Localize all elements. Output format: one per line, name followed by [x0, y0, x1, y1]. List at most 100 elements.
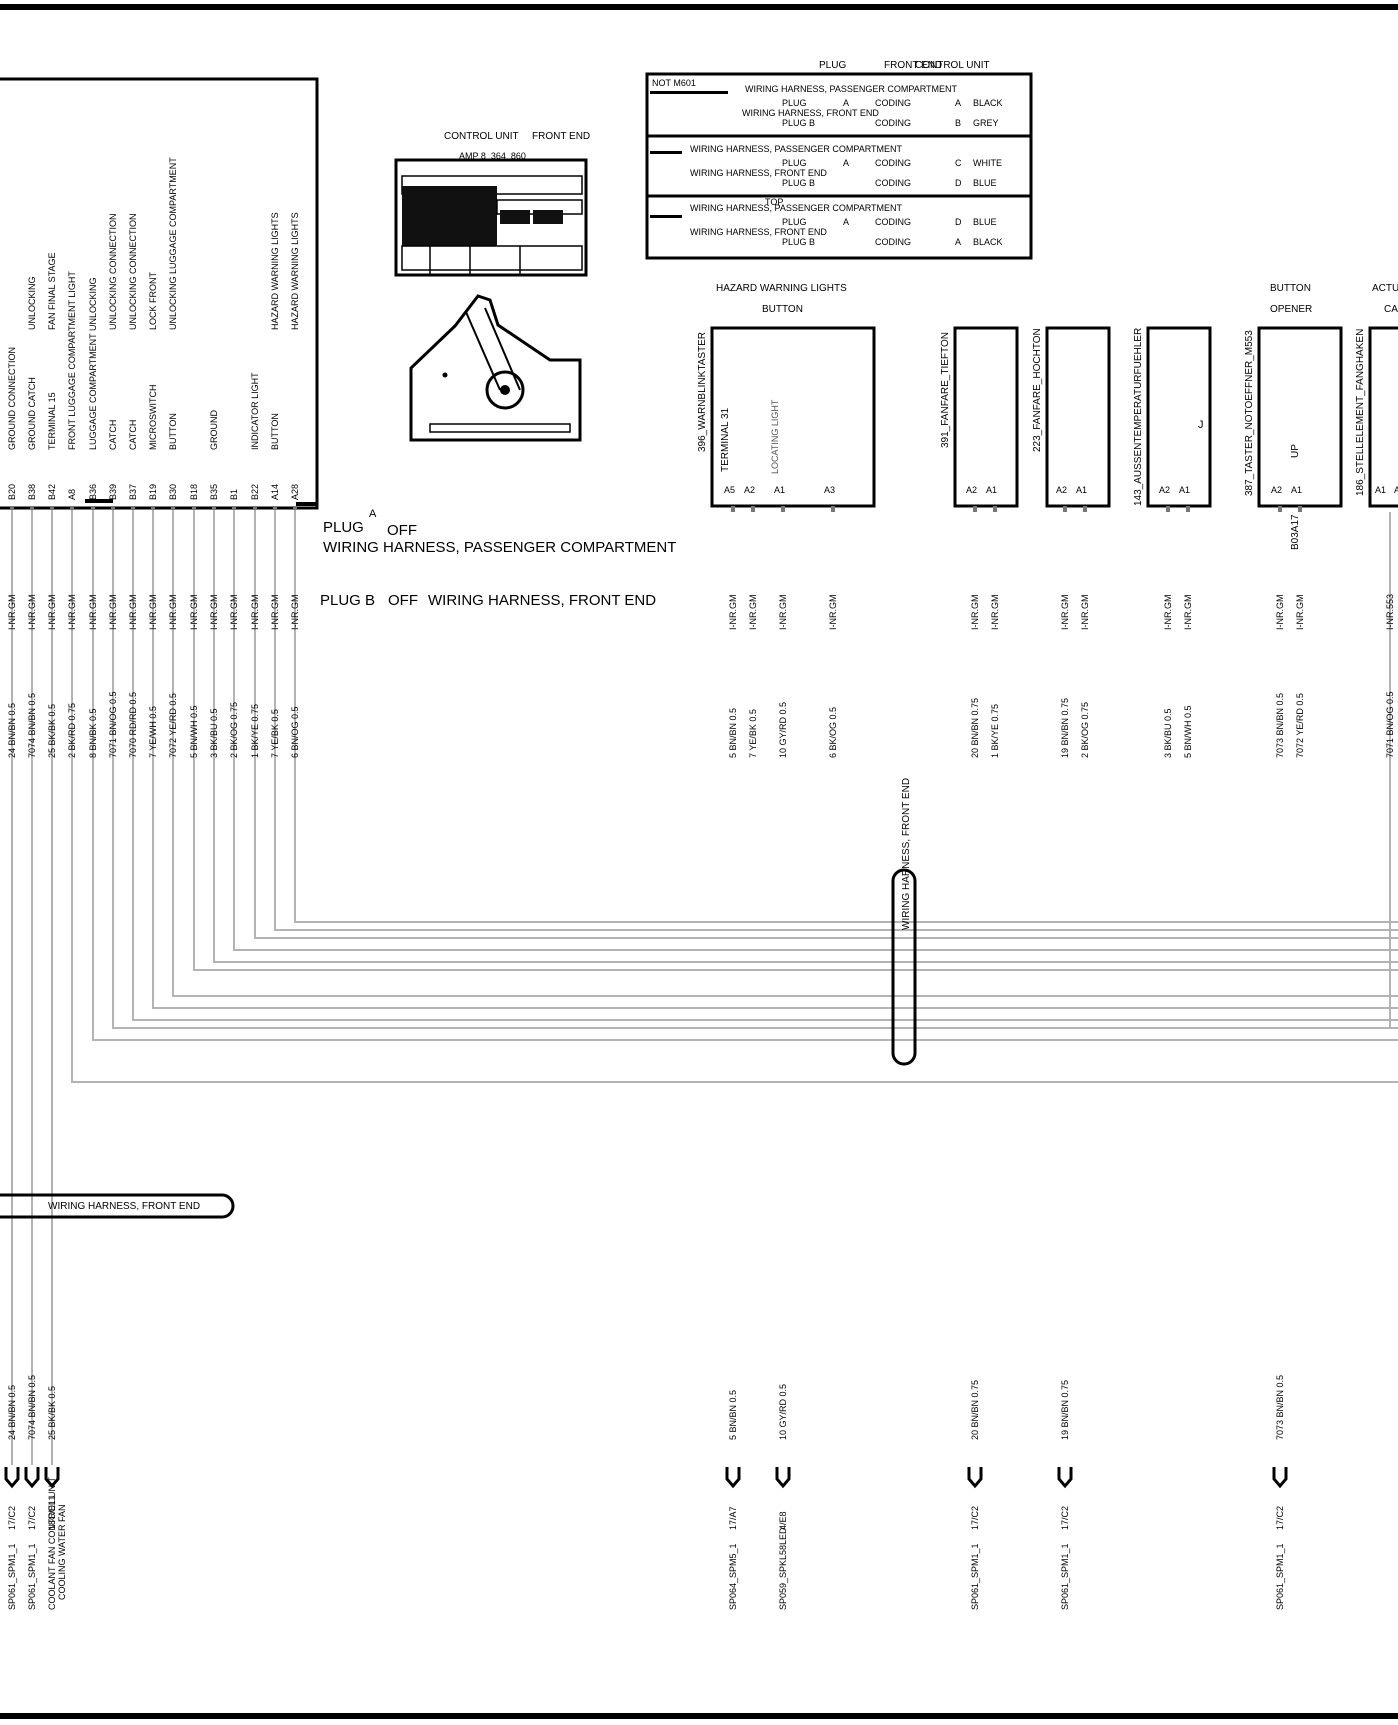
cu-pin-function: MICROSWITCH [148, 385, 158, 451]
coding-row-bar [650, 151, 682, 154]
cu-pin-color: I-NR.GM [290, 595, 300, 631]
cu-pin-function2: UNLOCKING LUGGAGE COMPARTMENT [168, 157, 178, 330]
horn-high-block: 223_FANFARE_HOCHTON [1032, 326, 1111, 508]
connector-title-left: CONTROL UNIT [444, 131, 519, 142]
component-pin-marker [731, 506, 735, 512]
coding-row-tag: NOT M601 [652, 78, 696, 88]
cu-pin-function: BUTTON [270, 413, 280, 450]
coding-harness-pc: WIRING HARNESS, PASSENGER COMPARTMENT [690, 144, 903, 154]
harness-bundle-horizontal: WIRING HARNESS, FRONT END [0, 1193, 235, 1219]
component-pin-marker [1063, 506, 1067, 512]
cu-pin-id: B42 [47, 484, 57, 500]
cu-pin-marker [111, 506, 115, 510]
coding-color-1: BLACK [973, 98, 1003, 108]
cu-wire-label: 2 BK/OG 0.75 [229, 702, 239, 758]
bottom-destination: SP061_SPM1_1 [7, 1543, 17, 1610]
bottom-page-ref: 17/C2 [1275, 1506, 1285, 1530]
cu-pin-marker [293, 506, 297, 510]
component-pin-marker [781, 506, 785, 512]
bottom-wire-label: 5 BN/BN 0.5 [728, 1390, 738, 1440]
bottom-wire-label: 24 BN/BN 0.5 [7, 1385, 17, 1440]
coding-plug-b: PLUG B [782, 178, 815, 188]
bottom-destination: SP064_SPM5_1 [728, 1543, 738, 1610]
harness-horizontal-label: WIRING HARNESS, FRONT END [48, 1201, 200, 1212]
component-wire-label: 19 BN/BN 0.75 [1060, 698, 1070, 758]
component-pin-marker [751, 506, 755, 512]
opener-name: 387_TASTER_NOTOEFFNER_M553 [1244, 330, 1255, 496]
coding-header-cu: CONTROL UNIT [915, 60, 990, 71]
coding-label: CODING [875, 217, 911, 227]
coding-row-bar [650, 91, 728, 94]
connector-arrow-icon [4, 1467, 20, 1489]
component-pin-color: I-NR.GM [990, 595, 1000, 631]
component-wire-label: 3 BK/BU 0.5 [1163, 708, 1173, 758]
cu-wire-label: 8 BN/BK 0.5 [88, 708, 98, 758]
bottom-wire-label: 25 BK/BK 0.5 [47, 1386, 57, 1440]
cu-wire-label: 2 BK/RD 0.75 [67, 703, 77, 758]
cu-pin-id: B38 [27, 484, 37, 500]
actuator-wire-label: 7071 BN/OG 0.5 [1385, 691, 1395, 758]
component-pin-color: I-NR.GM [728, 595, 738, 631]
coding-color-2: BLUE [973, 178, 997, 188]
component-pin-id: A1 [1076, 485, 1087, 495]
component-pin-marker [1186, 506, 1190, 512]
component-wire-label: 7 YE/BK 0.5 [748, 709, 758, 758]
wire [71, 510, 1398, 1083]
horn-high-name: 223_FANFARE_HOCHTON [1032, 328, 1043, 452]
cu-pin-color: I-NR.GM [229, 595, 239, 631]
cu-pin-function2: FAN FINAL STAGE [47, 252, 57, 330]
coding-plug-a: PLUG [782, 158, 807, 168]
coding-harness-fe: WIRING HARNESS, FRONT END [742, 108, 879, 118]
bottom-destination: SP061_SPM1_1 [27, 1543, 37, 1610]
cu-pin-function2: UNLOCKING CONNECTION [128, 213, 138, 330]
bottom-page-ref: 17/C2 [27, 1506, 37, 1530]
component-wire-label: 5 BN/BN 0.5 [728, 708, 738, 758]
component-pin-color: I-NR.GM [1060, 595, 1070, 631]
temp-sensor-name: 143_AUSSENTEMPERATURFUEHLER [1133, 328, 1144, 506]
bottom-destination: SP059_SPKL58LED [778, 1527, 788, 1610]
cu-pin-id: B36 [88, 484, 98, 500]
coding-harness-pc: WIRING HARNESS, PASSENGER COMPARTMENT [690, 203, 903, 213]
hazard-terminal: TERMINAL 31 [720, 407, 731, 472]
cu-wire-label: 1 BK/YE 0.75 [250, 704, 260, 758]
cu-pin-id: B37 [128, 484, 138, 500]
wire [254, 510, 1398, 939]
hazard-title-2: BUTTON [762, 304, 803, 315]
bottom-wire-label: 20 BN/BN 0.75 [970, 1380, 980, 1440]
actuator-title-1: ACTU [1372, 283, 1398, 294]
cu-wire-label: 25 BK/BK 0.5 [47, 704, 57, 758]
cu-pin-marker [70, 506, 74, 510]
bottom-page-ref: 4/E8 [778, 1511, 788, 1530]
cu-pin-marker [273, 506, 277, 510]
coding-table: PLUG FRONT END CONTROL UNIT NOT M601WIRI… [645, 60, 1033, 260]
cu-pin-color: I-NR.GM [209, 595, 219, 631]
component-wire-label: 6 BK/OG 0.5 [828, 707, 838, 758]
cu-pin-id: B20 [7, 484, 17, 500]
hazard-locating: LOCATING LIGHT [770, 399, 780, 474]
connector-part-number: AMP 8_364_860 [459, 151, 526, 161]
component-pin-marker [973, 506, 977, 512]
cu-wire-label: 7072 YE/RD 0.5 [168, 693, 178, 758]
opener-title-2: OPENER [1270, 304, 1312, 315]
cu-wire-label: 5 BN/WH 0.5 [189, 705, 199, 758]
cu-pin-id: B30 [168, 484, 178, 500]
connector-arrow-icon [967, 1467, 983, 1489]
wire [294, 510, 1398, 923]
component-wire-label: 10 GY/RD 0.5 [778, 702, 788, 758]
cu-pin-marker [131, 506, 135, 510]
cu-pin-id: A28 [290, 484, 300, 500]
cu-wire-label: 6 BN/OG 0.5 [290, 706, 300, 758]
coding-row-tag: TOP [765, 197, 783, 207]
cu-pin-marker [253, 506, 257, 510]
hazard-name: 396_WARNBLINKTASTER [697, 332, 708, 452]
coding-code-2: A [955, 237, 961, 247]
cu-pin-function2: HAZARD WARNING LIGHTS [270, 212, 280, 330]
bottom-destination: COOLANT FAN CONTROL UNIT [47, 1476, 57, 1610]
cu-pin-id: B1 [229, 489, 239, 500]
coding-a-letter: A [843, 217, 849, 227]
frame-bottom [0, 1713, 1398, 1719]
coding-row-bar [650, 215, 682, 218]
cu-wire-label: 7 YE/WH 0.5 [148, 706, 158, 758]
cu-pin-function: TERMINAL 15 [47, 392, 57, 450]
